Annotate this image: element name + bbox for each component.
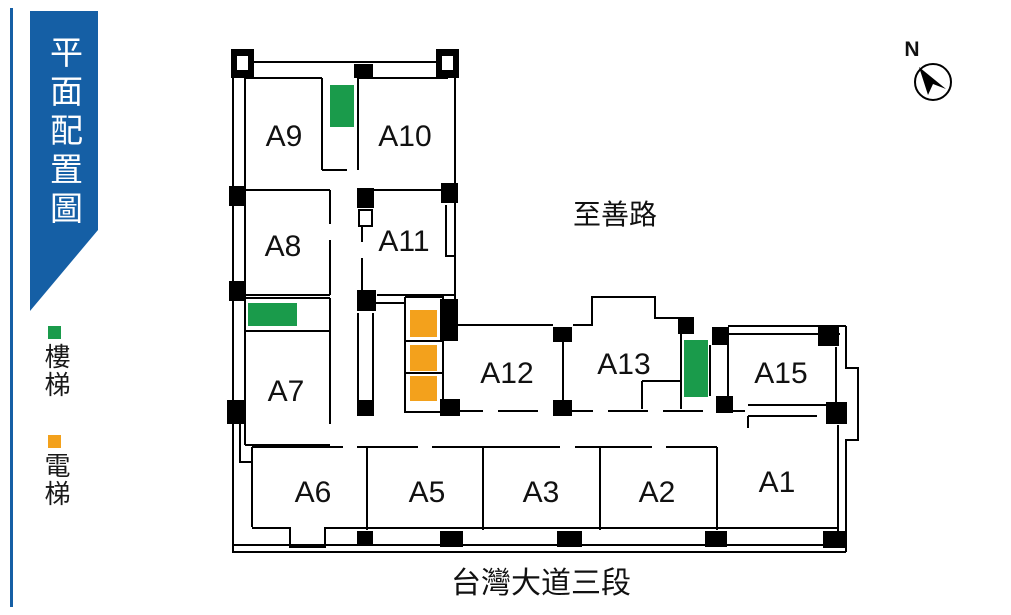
room-label-a15: A15 [754,357,807,390]
column-marker [229,186,246,206]
room-label-a10: A10 [378,120,431,153]
shaft-box [358,209,373,227]
left-accent-line [10,8,13,607]
hollow-column-centers [237,56,453,227]
column-marker [553,400,572,416]
column-marker [678,317,694,334]
column-marker [441,183,458,203]
legend-label-elevator: 電梯 [41,452,71,508]
column-marker [712,327,729,345]
column-marker [440,531,463,547]
room-label-a8: A8 [265,230,302,263]
column-marker [716,396,733,413]
page-title: 平面配置圖 [45,35,83,230]
column-marker [818,326,839,346]
column-marker [357,290,376,311]
column-marker [826,402,847,424]
elevator-marker [410,345,437,371]
column-marker [229,281,246,301]
elevator-swatch-icon [48,435,61,448]
street-label-top: 至善路 [573,199,657,230]
room-label-a2: A2 [639,476,676,509]
stairs-swatch-icon [48,326,61,339]
plan-markers [248,85,708,401]
column-marker [553,327,572,342]
column-marker [823,531,845,548]
room-label-a13: A13 [597,348,650,381]
room-label-a11: A11 [378,225,429,258]
room-label-a5: A5 [409,476,446,509]
column-marker [227,400,246,424]
column-marker [357,531,373,545]
stairs-marker [248,303,297,326]
room-label-a9: A9 [266,120,303,153]
room-label-a6: A6 [295,476,332,509]
north-label: N [904,38,919,61]
stairs-marker [330,85,354,127]
stairs-marker [684,340,708,397]
room-label-a12: A12 [480,357,533,390]
room-label-a1: A1 [759,466,796,499]
elevator-marker [410,310,437,337]
legend-label-stairs: 樓梯 [41,343,71,399]
north-compass: N [904,38,952,101]
column-hollow-center [442,56,453,70]
elevator-marker [410,376,437,401]
compass-needle-icon [919,67,946,95]
column-marker [440,299,458,341]
column-marker [705,531,727,547]
compass-circle [914,63,952,101]
column-marker [357,400,374,416]
column-hollow-center [237,56,248,70]
columns [227,49,847,548]
column-marker [440,399,460,416]
room-label-a3: A3 [523,476,560,509]
street-label-bottom: 台灣大道三段 [451,567,631,600]
column-marker [354,64,373,78]
column-marker [357,188,374,208]
column-marker [557,531,582,547]
room-label-a7: A7 [268,375,305,408]
